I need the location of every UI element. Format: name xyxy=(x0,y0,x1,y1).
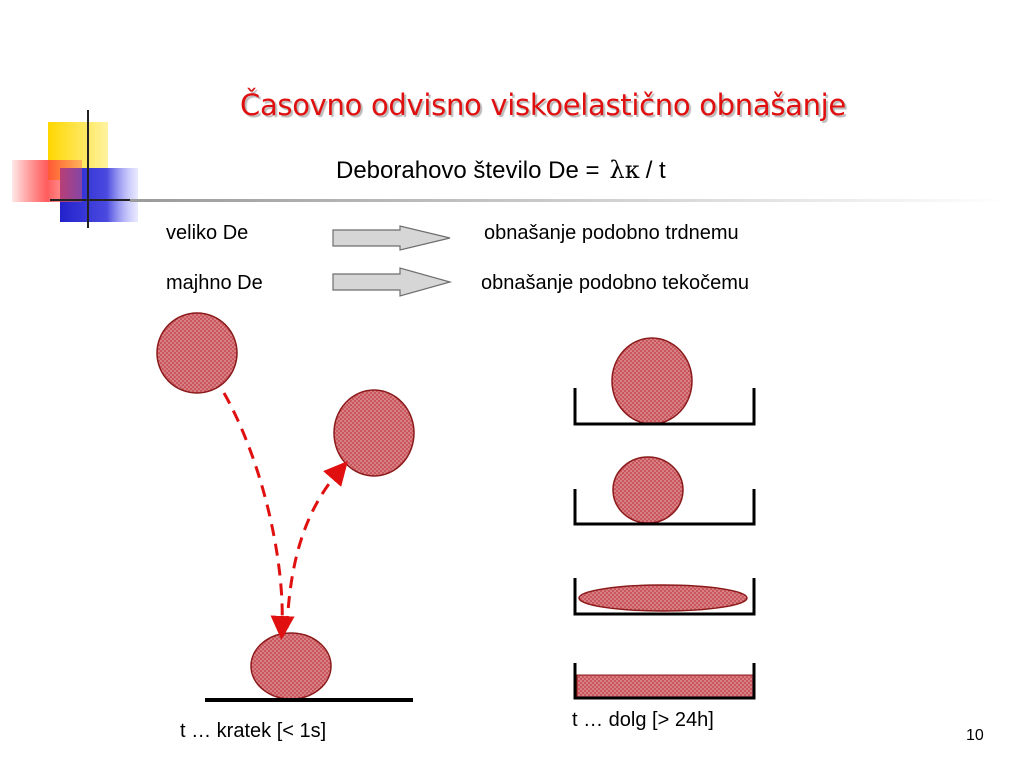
rebound-trajectory xyxy=(285,460,348,629)
ball-impact xyxy=(250,632,332,700)
slide-subtitle: Deborahovo število De = λκ/ t xyxy=(336,156,666,185)
container xyxy=(573,388,756,426)
container-stage-4 xyxy=(573,663,756,700)
caption-long-time: t … dolg [> 24h] xyxy=(572,709,714,731)
arrow-right-icon xyxy=(332,267,453,297)
container-stage-3 xyxy=(573,578,756,616)
red-block xyxy=(12,160,82,202)
comparison-result-liquid: obnašanje podobno tekočemu xyxy=(481,272,749,294)
subtitle-symbol: λκ xyxy=(609,156,640,184)
arrow-right-icon xyxy=(332,225,451,251)
comparison-label-large: veliko De xyxy=(166,222,249,244)
container xyxy=(573,663,756,700)
ball-rebound xyxy=(333,389,415,477)
horizontal-rule-long xyxy=(130,199,1010,202)
container-stage-2 xyxy=(573,456,756,526)
fall-trajectory xyxy=(222,392,295,640)
slide-title: Časovno odvisno viskoelastično obnašanje xyxy=(240,88,846,122)
container xyxy=(573,578,756,616)
subtitle-prefix: Deborahovo število De = xyxy=(336,157,600,184)
blob-round xyxy=(611,337,693,425)
caption-short-time: t … kratek [< 1s] xyxy=(180,720,327,742)
container-stage-1 xyxy=(573,337,756,426)
blob-sagging xyxy=(612,456,684,524)
comparison-result-solid: obnašanje podobno trdnemu xyxy=(484,222,739,244)
ball-start xyxy=(156,312,238,394)
subtitle-suffix: / t xyxy=(645,157,666,184)
blob-spread xyxy=(576,674,754,698)
container xyxy=(573,489,756,526)
comparison-label-small: majhno De xyxy=(166,272,263,294)
page-number: 10 xyxy=(966,727,984,744)
blob-flattened xyxy=(578,584,748,612)
